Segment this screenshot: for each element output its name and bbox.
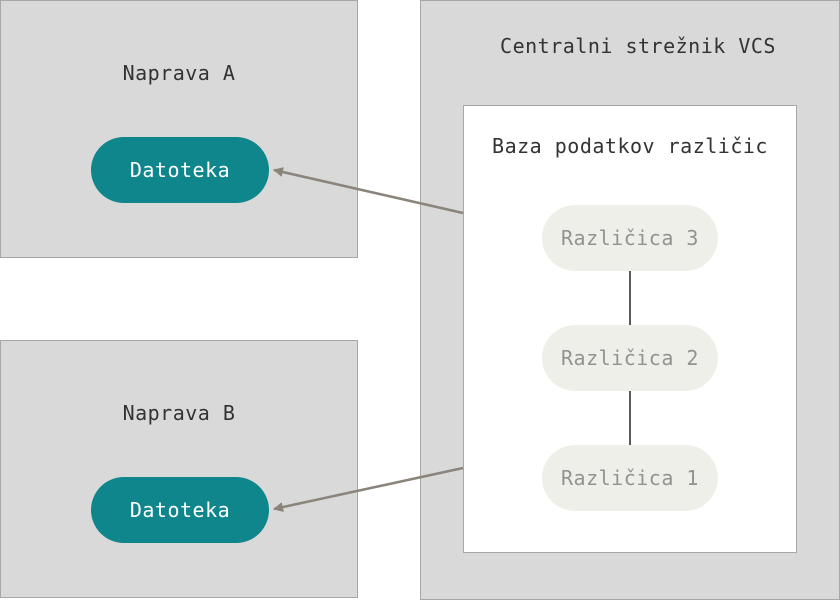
version-3: Različica 3 [542,205,718,271]
version-1: Različica 1 [542,445,718,511]
device-a-title: Naprava A [122,61,236,85]
version-link-3-2 [629,270,631,326]
arrow-to-device-b [273,466,464,512]
version-link-2-1 [629,390,631,446]
version-database: Baza podatkov različic Različica 3 Razli… [463,105,797,553]
arrow-to-device-a [273,167,464,215]
server-title: Centralni strežnik VCS [500,34,776,58]
version-database-title: Baza podatkov različic [492,134,768,158]
device-a-panel: Naprava A Datoteka [0,0,358,258]
device-b-file: Datoteka [91,477,269,543]
device-b-panel: Naprava B Datoteka [0,340,358,598]
device-a-file: Datoteka [91,137,269,203]
version-2: Različica 2 [542,325,718,391]
device-b-title: Naprava B [122,401,236,425]
